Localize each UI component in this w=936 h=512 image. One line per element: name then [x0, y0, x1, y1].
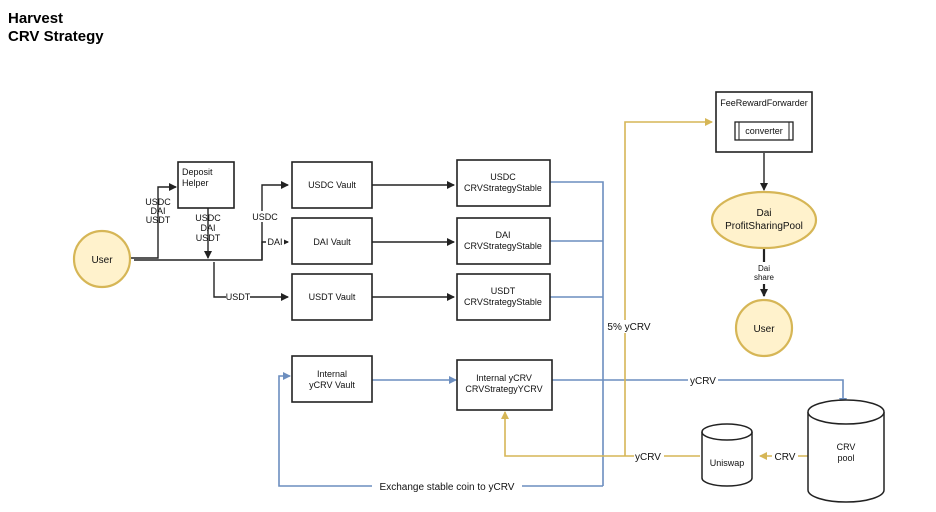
- uniswap-top: [701, 423, 753, 441]
- node-dai-strategy: DAI CRVStrategyStable: [456, 217, 551, 265]
- usdc-strategy-box: [456, 159, 551, 207]
- dai-vault-box: [291, 217, 373, 265]
- usdt-strategy-line-1: USDT: [491, 286, 516, 296]
- dai-strategy-line-1: DAI: [495, 230, 510, 240]
- dai-strategy-line-2: CRVStrategyStable: [464, 241, 542, 251]
- converter-label: converter: [745, 126, 783, 136]
- deposit-helper-line-2: Helper: [182, 178, 209, 188]
- node-uniswap: Uniswap: [701, 423, 753, 487]
- user-left-circle: [72, 229, 132, 289]
- label-bg-crv: [772, 450, 798, 463]
- node-profit-pool: Dai ProfitSharingPool: [710, 190, 818, 250]
- internal-vault-line-1: Internal: [317, 369, 347, 379]
- internal-strategy-line-1: Internal yCRV: [476, 373, 532, 383]
- node-internal-strategy: Internal yCRV CRVStrategyYCRV: [456, 359, 553, 411]
- diagram-title: Harvest CRV Strategy: [8, 10, 104, 46]
- edge-to-usdc-vault: [261, 181, 289, 260]
- usdt-strategy-box: [456, 273, 551, 321]
- profit-pool-ellipse: [710, 190, 818, 250]
- internal-vault-line-2: yCRV Vault: [309, 380, 355, 390]
- label-user-helper-usdt: USDT: [146, 215, 171, 225]
- crv-pool-line-2: pool: [837, 453, 854, 463]
- dai-vault-label: DAI Vault: [313, 237, 351, 247]
- label-ycrv-from-uniswap: yCRV: [635, 452, 661, 463]
- label-helper-usdt: USDT: [196, 233, 221, 243]
- node-usdc-vault: USDC Vault: [291, 161, 373, 209]
- title-line-2: CRV Strategy: [8, 28, 104, 45]
- edge-five-pct-to-forwarder: [624, 118, 713, 456]
- user-right-circle: [734, 298, 794, 358]
- usdc-vault-box: [291, 161, 373, 209]
- fee-forwarder-label: FeeRewardForwarder: [720, 98, 808, 108]
- internal-strategy-box: [456, 359, 553, 411]
- deposit-helper-box: [177, 161, 235, 209]
- label-helper-dai: DAI: [200, 223, 215, 233]
- label-five-pct-ycrv: 5% yCRV: [607, 322, 650, 333]
- label-bg-ycrv-pool: [688, 374, 718, 387]
- node-dai-vault: DAI Vault: [291, 217, 373, 265]
- usdc-strategy-line-2: CRVStrategyStable: [464, 183, 542, 193]
- node-deposit-helper: Deposit Helper: [177, 161, 235, 209]
- usdt-vault-label: USDT Vault: [309, 292, 356, 302]
- node-usdt-vault: USDT Vault: [291, 273, 373, 321]
- uniswap-label: Uniswap: [710, 458, 745, 468]
- node-user-left: User: [72, 229, 132, 289]
- node-fee-forwarder: FeeRewardForwarder converter: [715, 91, 813, 153]
- nodes: User Deposit Helper USDC Vault DAI Vault…: [72, 91, 885, 503]
- dai-strategy-box: [456, 217, 551, 265]
- label-ycrv-to-pool: yCRV: [690, 376, 716, 387]
- internal-vault-box: [291, 355, 373, 403]
- node-user-right: User: [734, 298, 794, 358]
- label-to-usdt-vault: USDT: [226, 292, 251, 302]
- label-user-helper-usdc: USDC: [145, 197, 171, 207]
- label-bg-five-pct: [606, 320, 652, 333]
- label-bg-dai-share: [752, 262, 776, 284]
- node-usdt-strategy: USDT CRVStrategyStable: [456, 273, 551, 321]
- edge-user-to-helper: [130, 183, 177, 259]
- edge-usdc-strategy-to-exchange: [550, 181, 604, 486]
- edge-internal-strategy-to-crv-pool: [552, 379, 847, 406]
- usdt-vault-box: [291, 273, 373, 321]
- label-to-dai-vault: DAI: [267, 237, 282, 247]
- label-bg-dai: [266, 236, 284, 247]
- user-right-label: User: [753, 324, 775, 335]
- node-usdc-strategy: USDC CRVStrategyStable: [456, 159, 551, 207]
- profit-pool-line-1: Dai: [756, 208, 771, 219]
- label-bg-usdt: [226, 291, 250, 302]
- internal-strategy-line-2: CRVStrategyYCRV: [465, 384, 542, 394]
- label-user-helper-dai: DAI: [150, 206, 165, 216]
- label-dai-share-1: Dai: [758, 264, 770, 273]
- label-bg-usdc: [253, 211, 277, 222]
- usdt-strategy-line-2: CRVStrategyStable: [464, 297, 542, 307]
- usdc-strategy-line-1: USDC: [490, 172, 516, 182]
- label-bg-exchange: [372, 480, 522, 493]
- label-crv-to-uniswap: CRV: [775, 452, 796, 463]
- profit-pool-line-2: ProfitSharingPool: [725, 221, 803, 232]
- title-line-1: Harvest: [8, 10, 64, 27]
- label-dai-share-2: share: [754, 273, 775, 282]
- label-helper-usdc: USDC: [195, 213, 221, 223]
- node-crv-pool: CRV pool: [807, 399, 885, 503]
- edge-to-usdt-vault: [213, 262, 289, 301]
- label-exchange-stable: Exchange stable coin to yCRV: [380, 482, 515, 493]
- crv-pool-top: [807, 399, 885, 425]
- usdc-vault-label: USDC Vault: [308, 180, 356, 190]
- crv-pool-line-1: CRV: [837, 442, 856, 452]
- node-internal-vault: Internal yCRV Vault: [291, 355, 373, 403]
- deposit-helper-line-1: Deposit: [182, 167, 213, 177]
- label-bg-ycrv-uniswap: [634, 450, 664, 463]
- edge-labels: USDC DAI USDT USDC DAI USDT USDC DAI USD…: [145, 197, 798, 493]
- user-left-label: User: [91, 255, 113, 266]
- crv-pool-body: [807, 412, 885, 503]
- label-to-usdc-vault: USDC: [252, 212, 278, 222]
- uniswap-body: [701, 432, 753, 487]
- converter-box: [734, 121, 794, 141]
